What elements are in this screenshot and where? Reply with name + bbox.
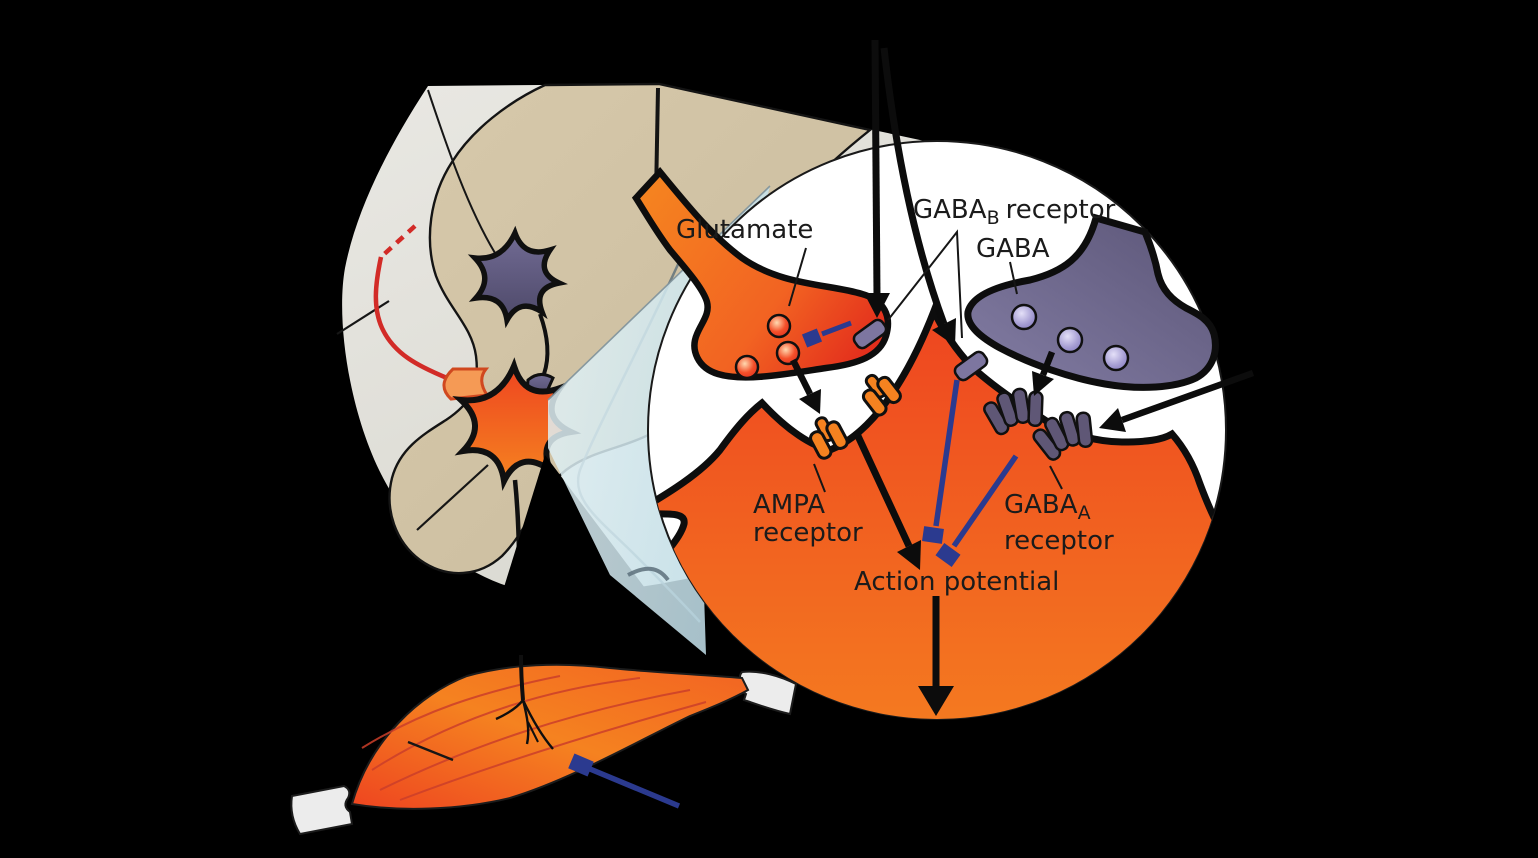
- leader-lines: [788, 229, 1063, 493]
- label-glutamate: Glutamate: [676, 215, 814, 245]
- leader-line-muscle: [407, 740, 454, 762]
- muscle: [290, 654, 798, 836]
- leader-line-bottom: [416, 464, 489, 531]
- muscle-fibers: [361, 675, 707, 801]
- gaba-vesicle: [1010, 303, 1038, 331]
- arrow-to-action-potential: [854, 434, 921, 570]
- leader-gaba: [1009, 261, 1018, 295]
- gaba-terminal: [964, 213, 1219, 391]
- label-gaba: GABA: [976, 234, 1050, 264]
- inhibition-bar-muscle: [568, 753, 681, 809]
- dorsal-column-line: [427, 89, 496, 254]
- muscle-belly: [350, 663, 750, 810]
- ampa-receptor-cluster-1: [809, 416, 849, 460]
- inhibition-bars: [922, 379, 1019, 567]
- interneuron-axon: [538, 313, 550, 375]
- leader-ampa: [813, 463, 826, 493]
- arrows: [790, 39, 1255, 716]
- arrow-gaba-release: [1032, 350, 1056, 396]
- gaba-vesicle: [1102, 344, 1130, 372]
- ampa-receptor-cluster-2: [861, 373, 902, 417]
- tract-terminal: [442, 367, 490, 401]
- leader-gabab: [887, 229, 963, 339]
- gaba-b-receptor-1: [852, 318, 888, 350]
- leader-line-left: [336, 300, 390, 335]
- gaba-b-receptor-2: [953, 350, 989, 382]
- interneuron-soma: [467, 225, 568, 329]
- glutamate-vesicle: [734, 354, 760, 380]
- arrow-baclofen-to-gabab2: [880, 47, 956, 346]
- label-action-potential: Action potential: [854, 567, 1060, 597]
- gaba-a-receptor-cluster-1: [983, 387, 1044, 436]
- inhibition-bar-2: [935, 454, 1019, 567]
- leader-gabaa: [1049, 465, 1063, 490]
- leader-glutamate: [788, 247, 807, 307]
- arrow-glutamate-release: [790, 358, 821, 414]
- glutamate-vesicle: [766, 313, 792, 339]
- inhibition-bar-terminal: [801, 320, 852, 348]
- glutamate-vesicle: [775, 340, 801, 366]
- tendon-left: [290, 784, 354, 836]
- motor-nerve-ending: [495, 654, 554, 750]
- corticospinal-tract: [373, 224, 490, 401]
- arrow-right-to-gabaa: [1099, 369, 1255, 432]
- glutamate-terminal: [631, 167, 892, 381]
- inhibition-bar-1: [922, 379, 960, 544]
- gaba-vesicle: [1056, 326, 1084, 354]
- arrow-baclofen-to-gabab1: [864, 39, 890, 318]
- arrow-action-potential-axon: [918, 596, 954, 716]
- gaba-a-receptor-cluster-2: [1032, 410, 1094, 461]
